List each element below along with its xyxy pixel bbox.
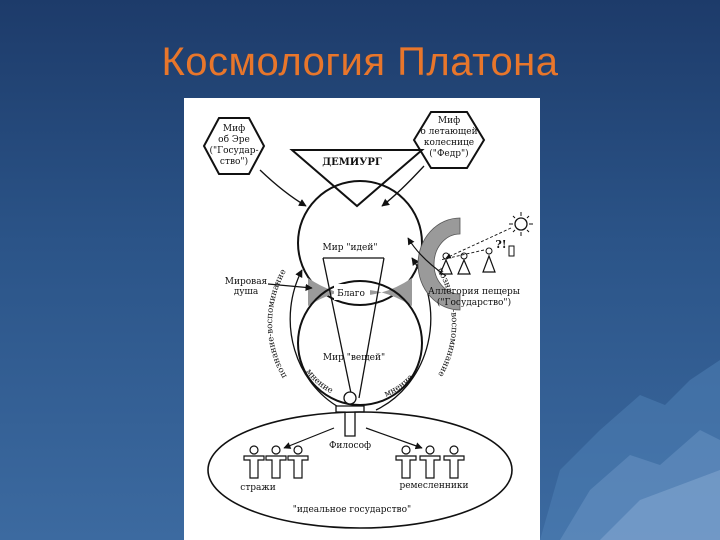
ideal-state-ellipse [207, 411, 513, 529]
philosopher-right-arrow [365, 427, 423, 450]
cave-mark: ?! [495, 238, 506, 251]
good-label: Благо [337, 289, 365, 299]
ideal-state-label: "идеальное государство" [293, 505, 411, 515]
world-of-things-circle [297, 280, 423, 406]
funnel-lines [322, 257, 385, 399]
diagram-panel: Миф об Эре ("Государ- ство") Миф о летаю… [184, 98, 540, 540]
myth-chariot-line-2: о летающей [420, 127, 477, 137]
cave-allegory-figure [417, 212, 533, 311]
myth-er-line-4: ство") [220, 156, 248, 167]
artisans-figures [395, 445, 465, 479]
myth-chariot-line-1: Миф [438, 116, 460, 126]
world-of-ideas-circle [297, 180, 423, 306]
world-of-things-label: Мир "вещей" [323, 353, 385, 363]
world-of-ideas-label: Мир "идей" [323, 243, 378, 253]
guards-figures [243, 445, 309, 479]
world-soul-arrow [267, 283, 313, 291]
world-soul-line-2: душа [234, 287, 259, 297]
good-box [334, 284, 370, 300]
cave-allegory-line-1: Аллегория пещеры [428, 287, 520, 297]
world-soul-line-1: Мировая [225, 277, 268, 287]
demiurge-triangle: ДЕМИУРГ [289, 149, 425, 208]
guards-label: стражи [240, 483, 275, 493]
myth-chariot-line-4: ("Федр") [429, 148, 468, 159]
myth-chariot-hexagon: Миф о летающей колеснице ("Федр") [412, 111, 486, 169]
cave-allegory-line-2: ("Государство") [437, 297, 511, 308]
sun-icon [514, 217, 528, 231]
artisans-label: ремесленники [399, 481, 468, 491]
demiurge-label: ДЕМИУРГ [322, 157, 382, 168]
cosmology-diagram: Миф об Эре ("Государ- ство") Миф о летаю… [202, 111, 533, 529]
philosopher-left-arrow [283, 427, 335, 449]
philosopher-figure [335, 391, 365, 437]
myth-er-hexagon: Миф об Эре ("Государ- ство") [202, 117, 266, 175]
myth-er-line-1: Миф [223, 124, 245, 134]
knowledge-left-arc [289, 269, 345, 411]
opinion-right-label: мнение [383, 373, 416, 400]
myth-chariot-line-3: колеснице [424, 138, 474, 148]
myth-er-arrow [259, 169, 307, 207]
cave-arrow [407, 237, 447, 277]
myth-chariot-arrow [381, 165, 425, 207]
philosopher-label: Философ [329, 441, 371, 451]
myth-er-line-2: об Эре [218, 134, 250, 145]
myth-er-line-3: ("Государ- [209, 145, 258, 156]
slide-title: Космология Платона [161, 40, 559, 84]
